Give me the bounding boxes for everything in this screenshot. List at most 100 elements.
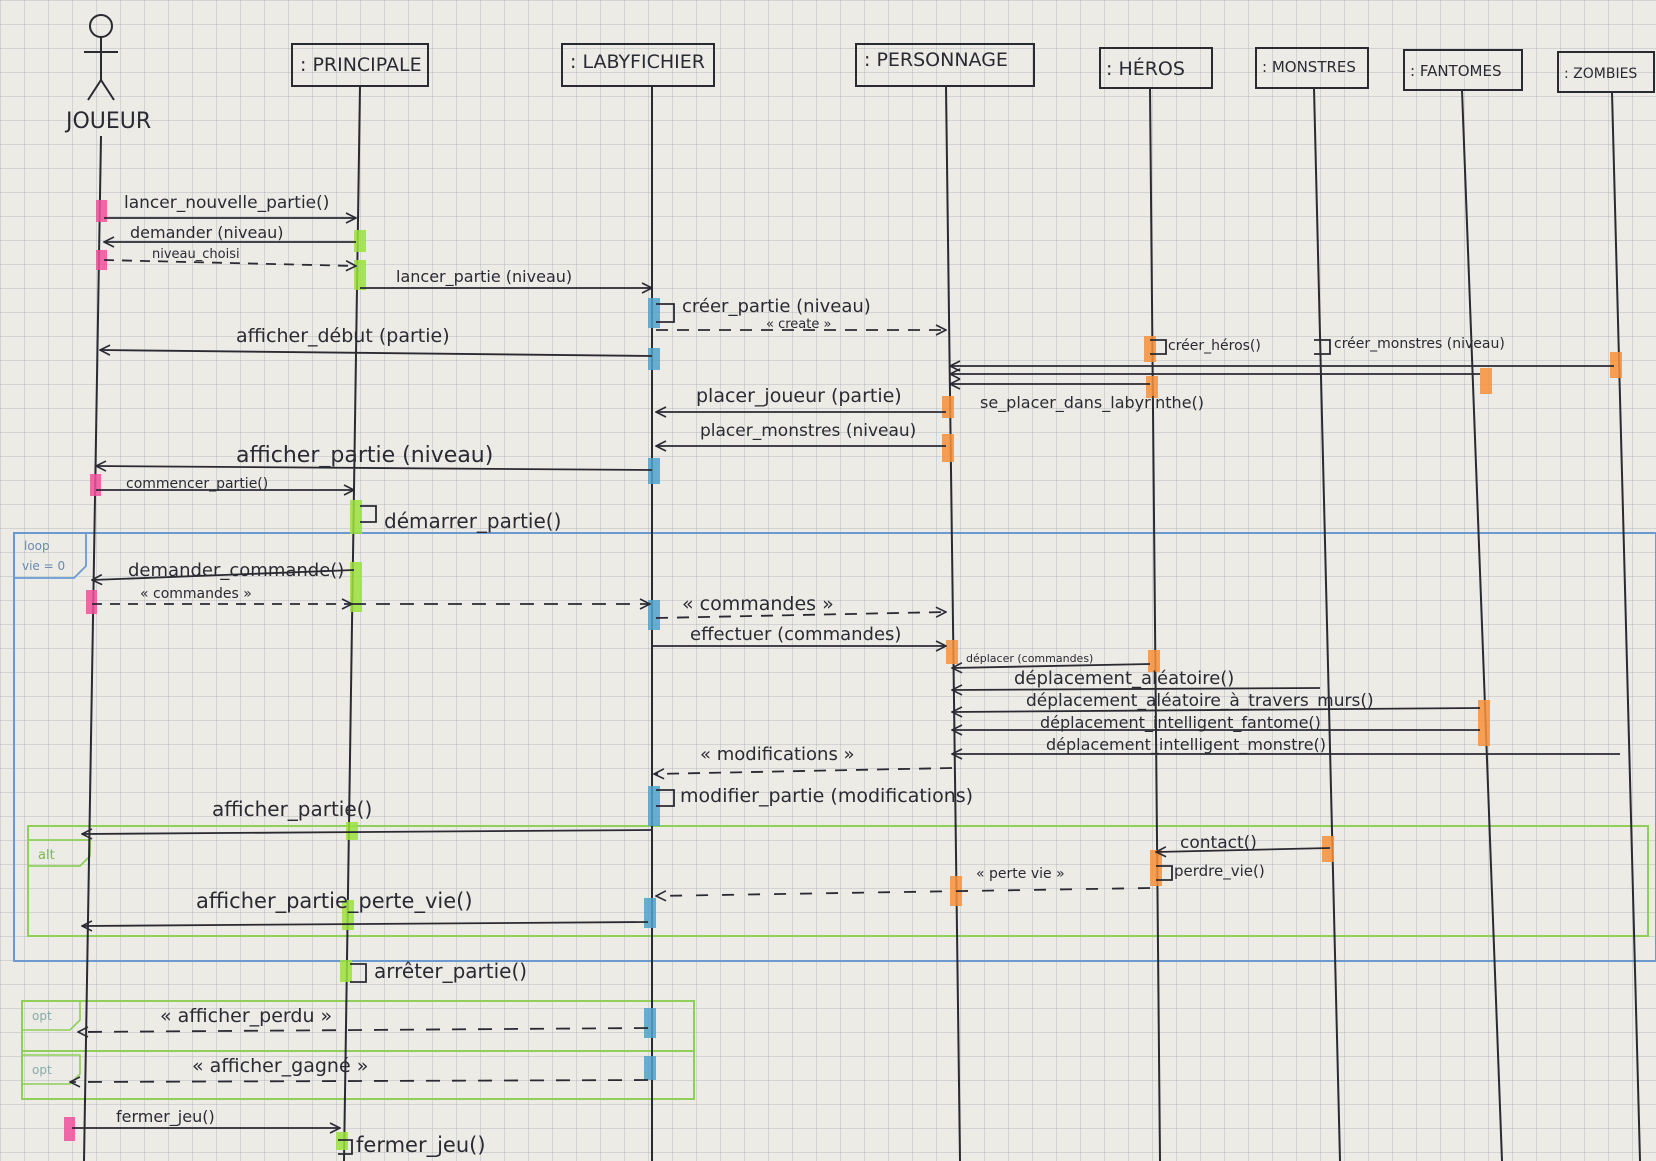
message-label: « modifications »	[700, 744, 855, 765]
message-label: déplacer (commandes)	[966, 652, 1093, 665]
lifeline-head-labyfichier: : LABYFICHIER	[561, 43, 715, 87]
message-label: lancer_nouvelle_partie()	[124, 193, 329, 213]
message-arrow	[82, 830, 653, 834]
opt-fragment-1: opt	[21, 1000, 695, 1052]
activation-principale	[354, 230, 366, 252]
message-label: « commandes »	[140, 586, 252, 602]
message-arrow	[92, 569, 355, 580]
activation-labyfichier	[648, 348, 660, 370]
message-label: démarrer_partie()	[384, 509, 561, 533]
message-label: perdre_vie()	[1174, 862, 1265, 881]
lifeline-label-principale: : PRINCIPALE	[300, 54, 422, 76]
opt1-fragment-label: opt	[32, 1009, 52, 1023]
message-arrow	[655, 612, 946, 619]
self-message	[656, 303, 675, 323]
message-label: « commandes »	[682, 593, 834, 615]
message-label: « afficher_gagné »	[192, 1055, 368, 1077]
lifeline-zombies	[1611, 91, 1641, 1161]
message-label: lancer_partie (niveau)	[396, 267, 572, 287]
activation-fantomes	[1478, 700, 1490, 746]
opt2-fragment-label: opt	[32, 1063, 52, 1077]
message-label: « create »	[766, 317, 831, 332]
self-message	[1150, 339, 1167, 355]
activation-fantomes	[1480, 368, 1492, 394]
message-labels: lancer_nouvelle_partie() demander (nivea…	[116, 193, 1505, 1158]
self-message	[360, 505, 377, 523]
lifeline-label-heros: : HÉROS	[1106, 57, 1185, 80]
activation-labyfichier	[644, 1056, 656, 1080]
message-label: contact()	[1180, 833, 1257, 853]
alt-fragment-label: alt	[38, 848, 55, 863]
message-arrow	[96, 466, 653, 470]
lifeline-head-fantomes: : FANTOMES	[1403, 49, 1523, 91]
activation-labyfichier	[648, 458, 660, 484]
self-message	[1156, 865, 1173, 881]
lifeline-label-labyfichier: : LABYFICHIER	[570, 51, 705, 73]
message-label: afficher_partie()	[212, 797, 372, 821]
activation-principale	[346, 822, 358, 840]
loop-fragment: loop vie = 0	[13, 532, 1656, 962]
activation-labyfichier	[644, 1008, 656, 1038]
lifeline-label-zombies: : ZOMBIES	[1564, 66, 1637, 82]
activation-joueur	[96, 250, 107, 270]
lifeline-label-monstres: : MONSTRES	[1262, 58, 1356, 76]
message-arrow	[654, 767, 953, 774]
messages	[70, 218, 1620, 1155]
message-label: déplacement_aléatoire()	[1014, 668, 1234, 689]
activation-labyfichier	[648, 600, 660, 630]
lifeline-heros	[1149, 87, 1161, 1161]
message-label: « perte vie »	[976, 866, 1065, 882]
message-label: créer_monstres (niveau)	[1334, 336, 1505, 352]
activation-principale	[354, 260, 366, 290]
message-arrow	[100, 350, 653, 357]
activation-personnage	[950, 876, 962, 906]
activation-markers	[64, 200, 1622, 1150]
lifelines	[83, 85, 1641, 1161]
message-label: placer_joueur (partie)	[696, 385, 902, 407]
activation-personnage	[942, 434, 954, 462]
message-label: déplacement_aléatoire_à_travers_murs()	[1026, 691, 1374, 711]
message-arrow	[952, 664, 1151, 668]
activation-joueur	[86, 590, 97, 614]
message-label: fermer_jeu()	[116, 1107, 215, 1127]
message-label: afficher_partie_perte_vie()	[196, 889, 473, 914]
message-arrow	[78, 1028, 649, 1032]
activation-heros	[1144, 336, 1156, 362]
activation-principale	[340, 960, 352, 982]
message-label: afficher_partie (niveau)	[236, 443, 493, 468]
lifeline-heads: : PRINCIPALE : LABYFICHIER : PERSONNAGE …	[291, 43, 1655, 93]
message-label: demander (niveau)	[130, 223, 284, 242]
activation-labyfichier	[644, 898, 656, 928]
message-label: demander_commande()	[128, 560, 344, 581]
lifeline-label-fantomes: : FANTOMES	[1410, 62, 1501, 80]
message-label: fermer_jeu()	[356, 1133, 486, 1158]
loop-fragment-label: loop	[24, 539, 50, 553]
message-arrow	[952, 688, 1321, 690]
message-label: commencer_partie()	[126, 476, 268, 492]
lifeline-joueur	[83, 135, 102, 1161]
lifeline-fantomes	[1461, 89, 1503, 1161]
self-message	[1314, 339, 1331, 355]
loop-fragment-guard: vie = 0	[22, 559, 65, 573]
activation-joueur	[64, 1117, 75, 1141]
message-label: créer_héros()	[1168, 338, 1261, 354]
self-message	[350, 963, 367, 983]
message-label: arrêter_partie()	[374, 959, 527, 983]
activation-heros	[1150, 850, 1162, 886]
message-label: niveau_choisi	[152, 247, 240, 262]
message-label: se_placer_dans_labyrinthe()	[980, 393, 1204, 413]
lifeline-label-personnage: : PERSONNAGE	[864, 49, 1008, 71]
message-label: modifier_partie (modifications)	[680, 785, 973, 807]
activation-heros	[1148, 650, 1160, 672]
activation-personnage	[942, 396, 954, 418]
lifeline-head-personnage: : PERSONNAGE	[855, 43, 1035, 87]
activation-principale	[342, 900, 354, 930]
lifeline-head-zombies: : ZOMBIES	[1557, 51, 1655, 93]
message-label: placer_monstres (niveau)	[700, 421, 916, 441]
message-arrow	[656, 887, 1151, 896]
message-arrow	[103, 259, 356, 266]
lifeline-head-principale: : PRINCIPALE	[291, 43, 429, 87]
message-label: créer_partie (niveau)	[682, 296, 871, 317]
alt-fragment: alt	[27, 825, 1649, 937]
